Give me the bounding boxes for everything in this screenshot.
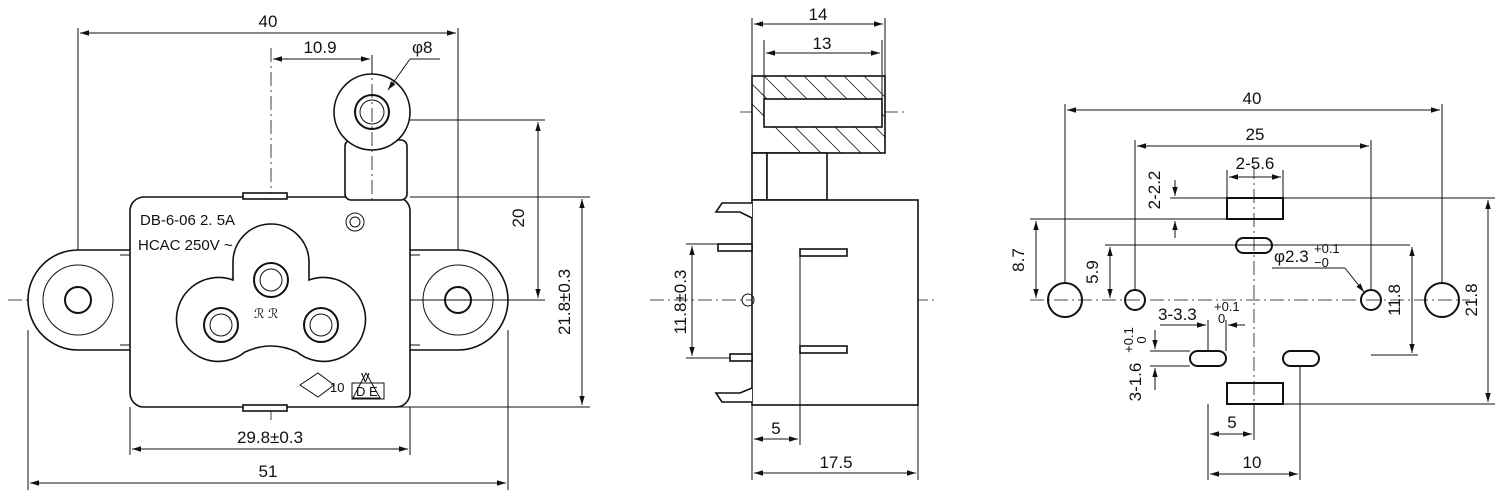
svg-text:0: 0 xyxy=(1134,336,1149,343)
enec-mark-icon: 10 xyxy=(299,372,344,398)
side-bore xyxy=(763,98,883,128)
cutout-dim-3-3-3: 3-3.3 xyxy=(1158,305,1197,324)
cutout-dim-3-1-6: 3-1.6 xyxy=(1126,363,1145,402)
svg-text:+0.1: +0.1 xyxy=(1121,327,1136,353)
svg-text:10: 10 xyxy=(330,380,344,395)
front-view: ℛ ℛ DB-6-06 2. 5A HCAC 250V ~ 10 V D E xyxy=(8,12,590,490)
cutout-view: 40 25 2-5.6 2-2.2 8.7 5.9 φ2.3 +0.1 −0 1… xyxy=(1009,89,1495,480)
bottom-tab xyxy=(242,404,288,412)
dim-phi-8: φ8 xyxy=(412,38,432,57)
top-tab xyxy=(242,192,288,200)
side-pin-left-bottom xyxy=(729,353,753,362)
socket-outline xyxy=(175,223,367,363)
svg-text:−0: −0 xyxy=(1314,255,1329,270)
cutout-dim-8-7: 8.7 xyxy=(1009,248,1028,272)
vde-mark-icon: V D E xyxy=(351,370,385,400)
cutout-dim-21-8: 21.8 xyxy=(1462,283,1481,316)
ccc-mark-icon xyxy=(345,212,365,232)
svg-text:+0.1: +0.1 xyxy=(1214,299,1240,314)
cutout-dim-5: 5 xyxy=(1227,413,1236,432)
cutout-slot-top xyxy=(1226,197,1284,220)
svg-text:V: V xyxy=(361,370,370,385)
rating-label: HCAC 250V ~ xyxy=(138,237,233,254)
cutout-dim-2-5-6: 2-5.6 xyxy=(1236,154,1275,173)
cutout-dim-40: 40 xyxy=(1243,89,1262,108)
side-clip-top xyxy=(714,202,753,219)
dim-5: 5 xyxy=(771,419,780,438)
side-view: 14 13 11.8±0.3 5 17.5 xyxy=(650,5,935,480)
side-clip-bottom xyxy=(714,387,753,403)
dim-51: 51 xyxy=(259,462,278,481)
side-body xyxy=(751,199,919,406)
ur-mark: ℛ ℛ xyxy=(254,306,278,321)
side-pin-right-top xyxy=(799,248,848,257)
dim-29-8: 29.8±0.3 xyxy=(237,428,303,447)
dim-10-9: 10.9 xyxy=(303,38,336,57)
post-hole-inner xyxy=(359,99,385,125)
socket-pin-right xyxy=(303,307,339,343)
left-mounting-ear xyxy=(27,249,136,351)
side-stem xyxy=(766,152,828,201)
cutout-dim-11-8: 11.8 xyxy=(1385,284,1404,316)
dim-17-5: 17.5 xyxy=(819,453,852,472)
left-ear-ring xyxy=(42,264,114,336)
dim-13: 13 xyxy=(813,34,832,53)
dim-14: 14 xyxy=(809,5,828,24)
cutout-dim-25: 25 xyxy=(1246,125,1265,144)
svg-text:D E: D E xyxy=(356,384,378,399)
svg-text:+0.1: +0.1 xyxy=(1314,241,1340,256)
socket-pin-left xyxy=(203,307,239,343)
dim-21-8: 21.8±0.3 xyxy=(555,269,574,335)
side-pin-right-bottom xyxy=(799,345,848,354)
dim-40: 40 xyxy=(259,12,278,31)
cutout-dim-phi-2-3: φ2.3 xyxy=(1274,247,1309,266)
side-pin-left-top xyxy=(717,243,753,252)
dim-11-8: 11.8±0.3 xyxy=(671,270,690,335)
cutout-slot-bottom xyxy=(1226,382,1284,405)
svg-text:0: 0 xyxy=(1218,311,1225,326)
left-mounting-hole xyxy=(64,286,92,314)
cutout-oblong-right xyxy=(1282,350,1320,367)
cutout-dim-2-2-2: 2-2.2 xyxy=(1145,171,1164,210)
socket-pin-top xyxy=(253,262,289,298)
cutout-dim-5-9: 5.9 xyxy=(1083,260,1102,284)
model-label: DB-6-06 2. 5A xyxy=(140,212,235,229)
side-web xyxy=(751,152,768,201)
cutout-oblong-left xyxy=(1189,350,1227,367)
cutout-dim-10: 10 xyxy=(1243,453,1262,472)
dim-20: 20 xyxy=(509,209,528,228)
